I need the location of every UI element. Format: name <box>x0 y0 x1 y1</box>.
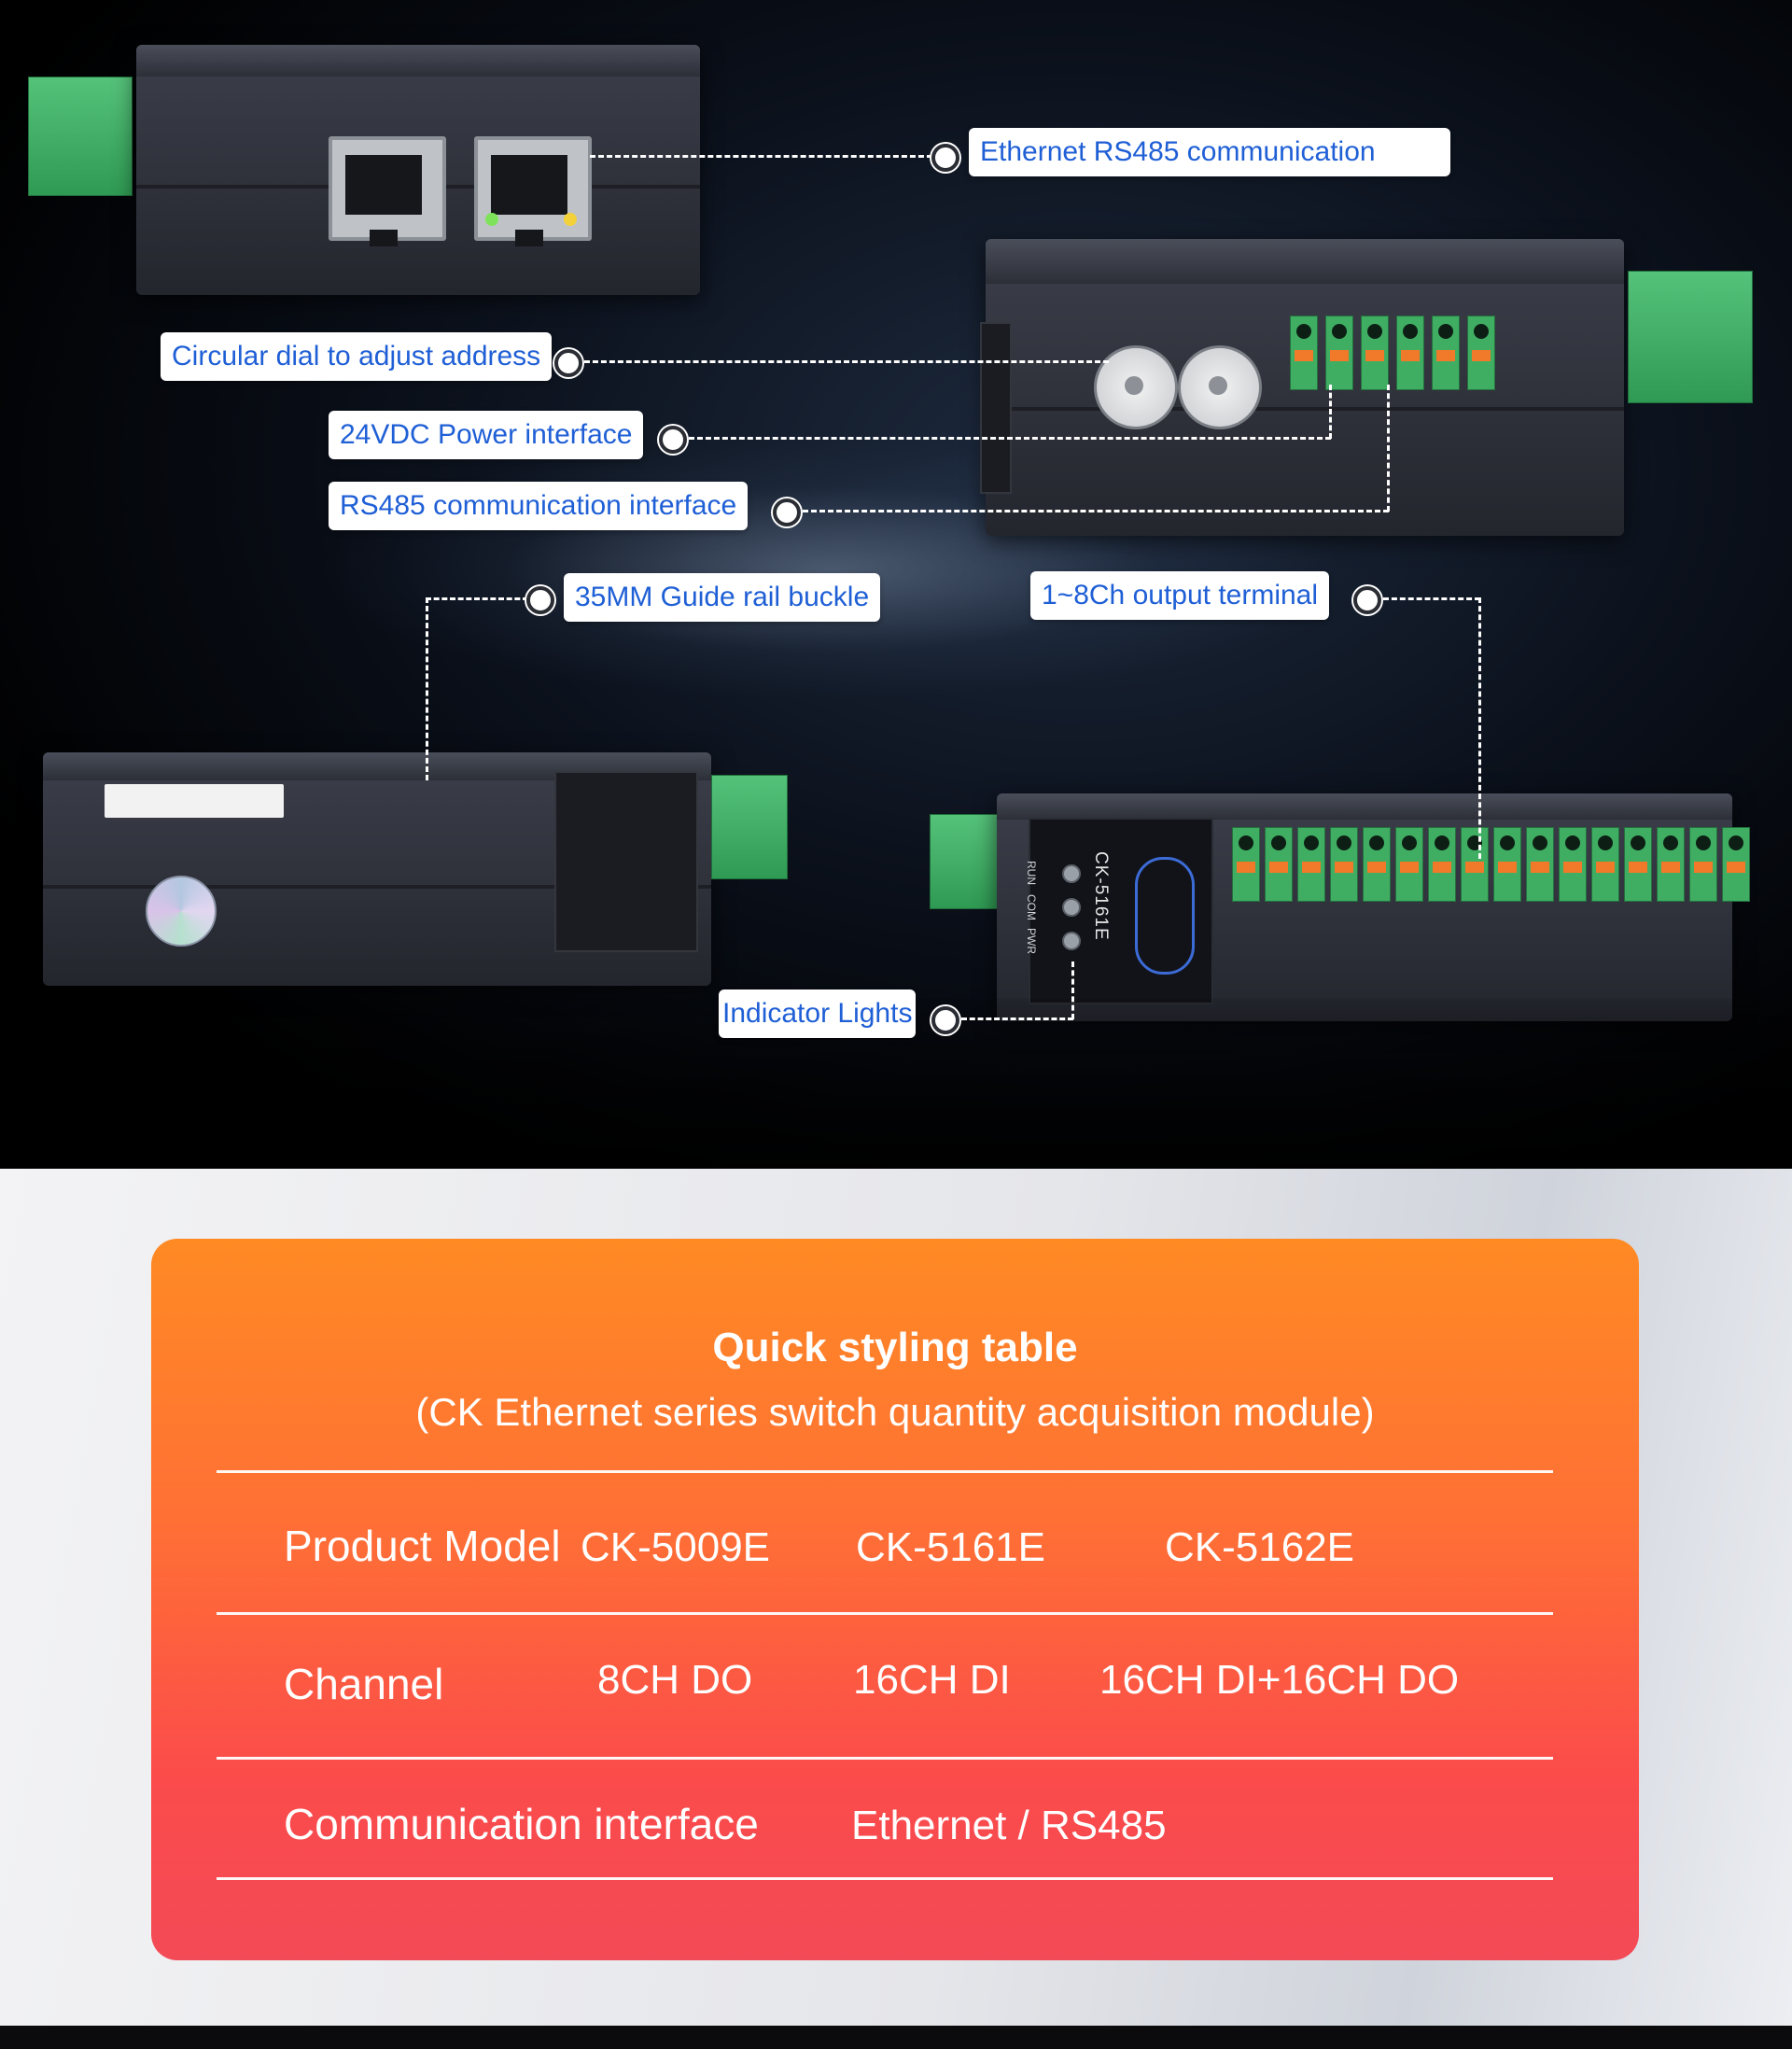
link-led-green <box>485 213 498 226</box>
callout-ethernet-rs485: Ethernet RS485 communication <box>969 128 1450 176</box>
rj45-port-2 <box>474 136 592 246</box>
power-terminal-block-top <box>28 77 133 196</box>
quality-seal <box>146 876 217 947</box>
rail-clip-right <box>980 322 1012 494</box>
row-value-model-2: CK-5161E <box>856 1524 1046 1570</box>
device-rj45-view <box>136 45 700 295</box>
quick-styling-card: Quick styling table (CK Ethernet series … <box>151 1239 1639 1960</box>
callout-dot-indicator <box>931 1006 959 1034</box>
callout-output-terminal: 1~8Ch output terminal <box>1030 571 1330 620</box>
row-label-product-model: Product Model <box>284 1522 561 1570</box>
com-led <box>1062 898 1081 917</box>
callout-indicator-lights: Indicator Lights <box>719 989 917 1038</box>
callout-guide-rail: 35MM Guide rail buckle <box>564 573 881 622</box>
serial-label <box>105 784 284 818</box>
rj45-port-1 <box>329 136 446 246</box>
table-subtitle: (CK Ethernet series switch quantity acqu… <box>415 1390 1375 1434</box>
power-rs485-terminals <box>1290 316 1495 390</box>
side-terminal-block-right <box>1628 271 1753 403</box>
link-led-yellow <box>564 213 577 226</box>
row-value-channel-3: 16CH DI+16CH DO <box>1099 1657 1460 1703</box>
callout-power-interface: 24VDC Power interface <box>329 411 644 459</box>
device-front-view: CK-5161E RUN COM PWR <box>997 793 1750 1021</box>
divider <box>217 1612 1553 1615</box>
row-value-communication: Ethernet / RS485 <box>851 1803 1167 1848</box>
device-model-label: CK-5161E <box>1091 851 1111 941</box>
row-label-channel: Channel <box>284 1660 444 1708</box>
product-photo: CK-5161E RUN COM PWR Ethernet RS485 commun… <box>0 0 1792 1169</box>
side-terminal-block-left <box>711 775 788 879</box>
divider <box>217 1757 1553 1760</box>
callout-dot-power <box>659 426 687 454</box>
divider <box>217 1470 1553 1473</box>
brand-logo <box>1135 857 1195 975</box>
callout-dot-ethernet <box>931 144 959 172</box>
led-label-run: RUN <box>1025 861 1038 885</box>
callout-dot-output <box>1353 586 1381 614</box>
run-led <box>1062 864 1081 883</box>
output-terminals <box>1232 827 1750 902</box>
pwr-led <box>1062 932 1081 950</box>
row-value-channel-2: 16CH DI <box>853 1657 1011 1703</box>
row-value-model-3: CK-5162E <box>1165 1524 1355 1570</box>
callout-dot-dial <box>554 349 582 377</box>
bottom-dark-bar <box>0 2026 1792 2049</box>
callout-dot-rail <box>526 586 554 614</box>
device-rail-view <box>43 752 711 986</box>
callout-rs485-interface: RS485 communication interface <box>329 482 749 530</box>
row-value-model-1: CK-5009E <box>581 1524 771 1570</box>
address-dial-1 <box>1094 345 1178 429</box>
din-rail-buckle <box>554 771 698 952</box>
callout-dot-rs485 <box>773 498 801 526</box>
led-label-pwr: PWR <box>1025 928 1038 954</box>
callout-circular-dial: Circular dial to adjust address <box>161 332 553 381</box>
device-dial-view <box>986 239 1624 536</box>
address-dial-2 <box>1178 345 1262 429</box>
side-terminal-block-front <box>930 814 1001 909</box>
row-value-channel-1: 8CH DO <box>597 1657 753 1703</box>
led-label-com: COM <box>1025 894 1038 920</box>
front-label-panel: CK-5161E RUN COM PWR <box>1025 818 1213 1004</box>
table-title: Quick styling table <box>712 1325 1078 1370</box>
row-label-communication: Communication interface <box>284 1800 759 1848</box>
divider <box>217 1877 1553 1880</box>
